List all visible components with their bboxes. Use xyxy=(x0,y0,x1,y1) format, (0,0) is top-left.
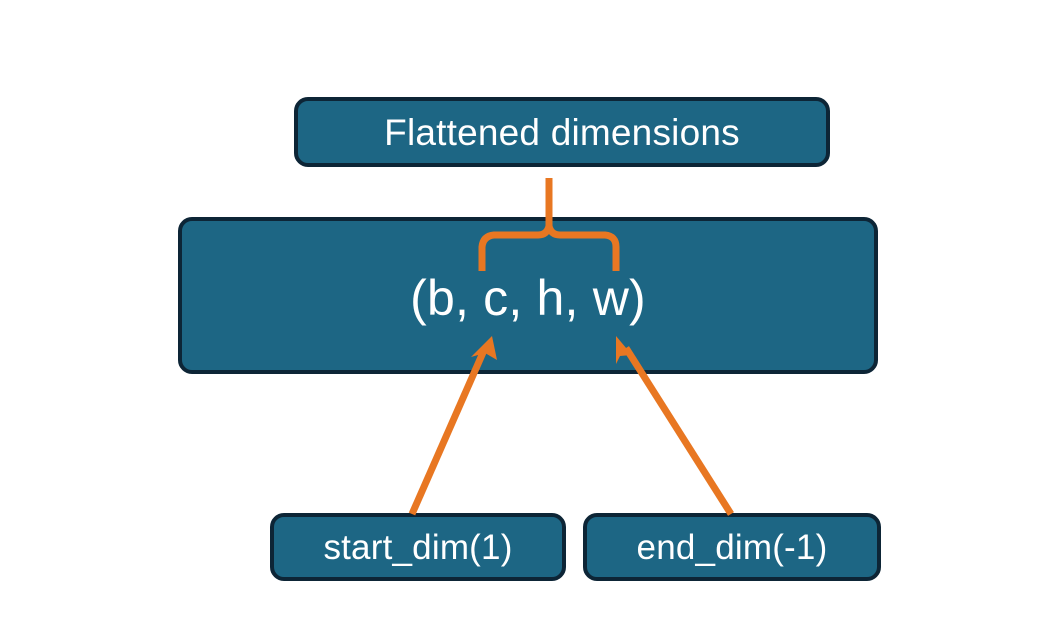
tensor-shape-box[interactable]: (b, c, h, w) xyxy=(178,217,878,374)
flattened-dimensions-label: Flattened dimensions xyxy=(384,111,740,153)
end-dim-label: end_dim(-1) xyxy=(636,527,828,567)
flattened-dimensions-box[interactable]: Flattened dimensions xyxy=(294,97,830,167)
tensor-shape-label: (b, c, h, w) xyxy=(410,269,646,326)
end-dim-box[interactable]: end_dim(-1) xyxy=(583,513,881,581)
start-dim-box[interactable]: start_dim(1) xyxy=(270,513,566,581)
start-dim-label: start_dim(1) xyxy=(323,527,513,567)
